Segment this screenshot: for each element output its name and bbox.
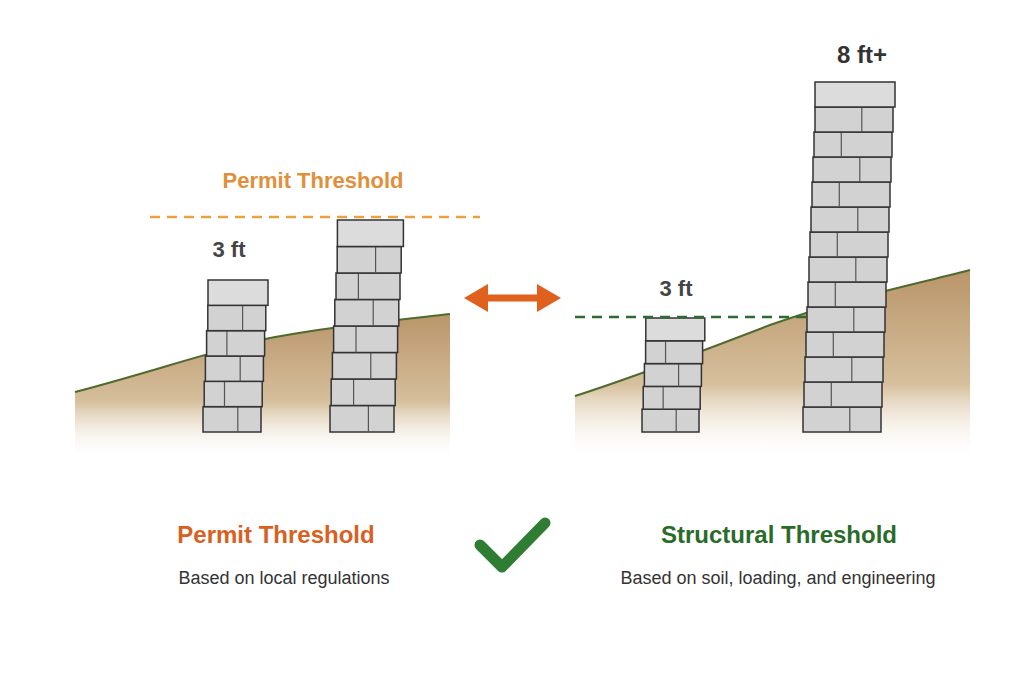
right-ground xyxy=(575,270,970,460)
threshold-label: Permit Threshold xyxy=(223,168,404,193)
section-heading: Structural Threshold xyxy=(661,521,897,549)
section-description: Based on local regulations xyxy=(178,568,389,589)
left-ground xyxy=(75,314,450,460)
height-label: 8 ft+ xyxy=(837,41,887,69)
double-arrow xyxy=(464,284,561,312)
section-heading: Permit Threshold xyxy=(177,521,374,549)
height-label: 3 ft xyxy=(213,237,246,262)
checkmark xyxy=(480,523,545,567)
structural-threshold-line xyxy=(575,316,810,319)
block-walls xyxy=(203,82,895,432)
section-description: Based on soil, loading, and engineering xyxy=(620,568,935,589)
height-label: 3 ft xyxy=(660,276,693,301)
permit-threshold-line xyxy=(150,216,480,219)
